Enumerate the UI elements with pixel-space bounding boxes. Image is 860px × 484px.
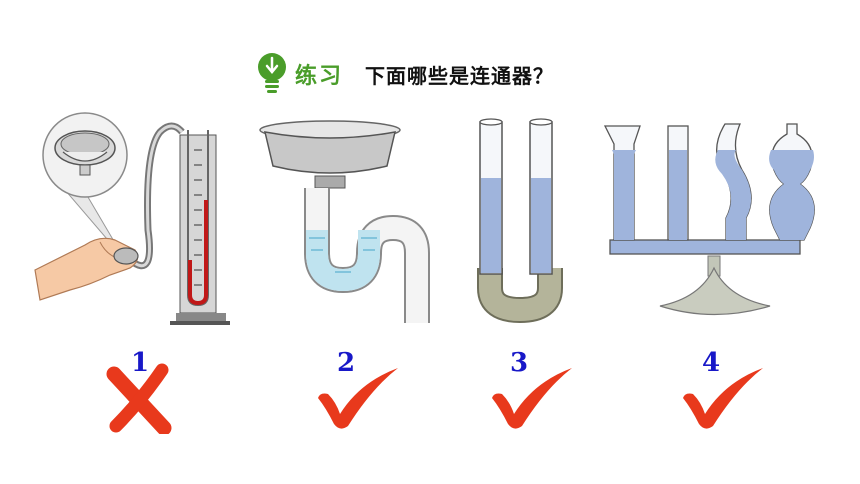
manometer-figure [34, 112, 230, 325]
title-bar: 练习 下面哪些是连通器？ [255, 52, 554, 96]
u-tube-figure [477, 118, 563, 323]
item-number-4: 4 [702, 348, 721, 378]
item-number-1: 1 [131, 348, 150, 378]
question-text: 下面哪些是连通器？ [365, 63, 555, 88]
sink-trap-figure [259, 120, 430, 323]
lightbulb-icon [258, 53, 286, 93]
check-mark-icon [492, 368, 572, 429]
cross-mark-icon [106, 363, 172, 434]
check-mark-icon [683, 368, 763, 429]
connected-vessels-figure [603, 123, 815, 316]
check-mark-icon [318, 368, 398, 429]
practice-label: 练习 [295, 64, 344, 89]
item-number-3: 3 [510, 348, 529, 378]
item-number-2: 2 [337, 348, 356, 378]
